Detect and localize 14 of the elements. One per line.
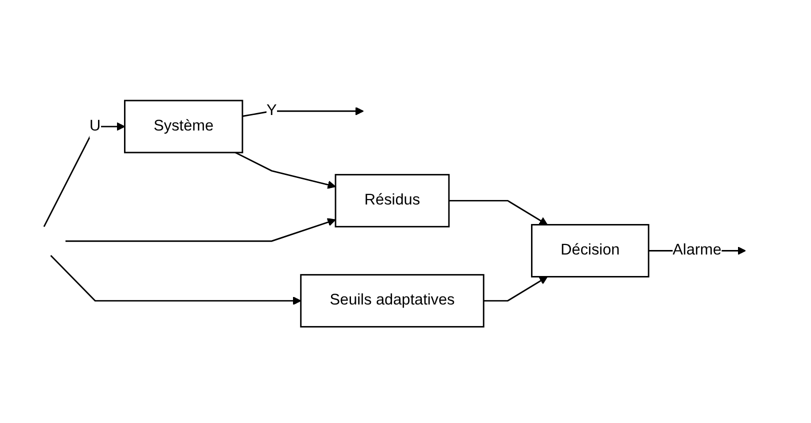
arrow <box>43 122 126 227</box>
arrow <box>65 218 336 242</box>
node-box: Seuils adaptatives <box>300 274 484 328</box>
arrow <box>234 152 336 189</box>
arrow <box>242 106 364 117</box>
node-box: Système <box>124 100 244 153</box>
node-box: Résidus <box>334 174 450 228</box>
edge-label: Y <box>266 102 277 119</box>
arrow <box>448 200 548 225</box>
edge-label: U <box>90 118 101 134</box>
edge-label: Alarme <box>672 242 722 258</box>
arrow <box>484 276 548 302</box>
arrow <box>50 254 302 305</box>
node-box: Décision <box>531 224 650 278</box>
